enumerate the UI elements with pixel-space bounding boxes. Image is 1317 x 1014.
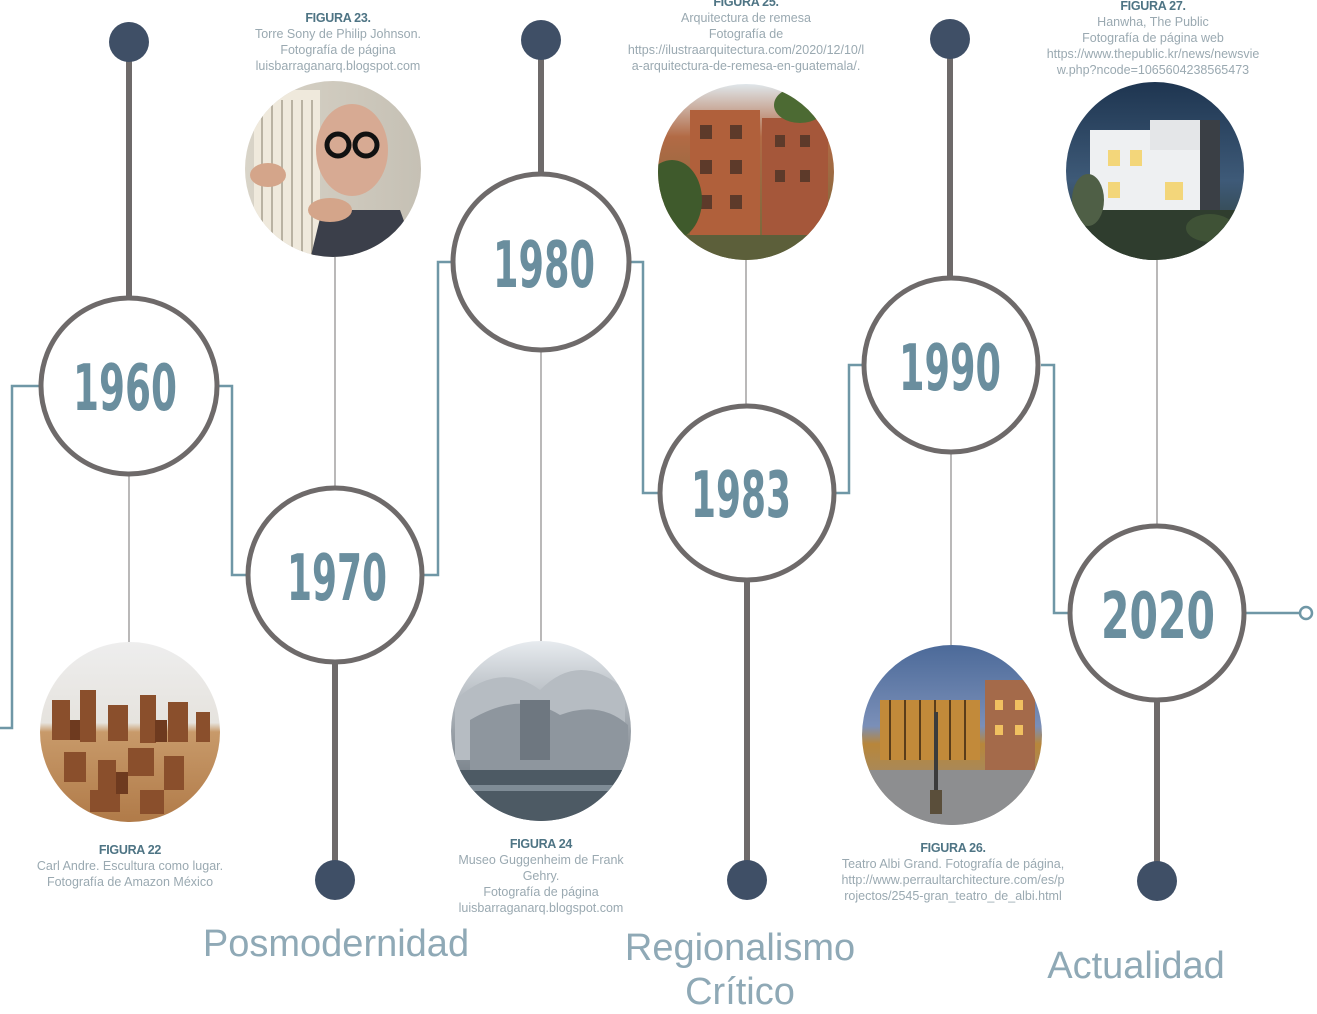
caption-line: Fotografía de página web	[1082, 31, 1224, 45]
caption-line: Torre Sony de Philip Johnson.	[254, 27, 422, 41]
photo-hanwha-the-public	[1066, 82, 1244, 260]
caption-title: FIGURA 27.	[1120, 0, 1186, 13]
caption-title: FIGURA 22	[98, 843, 162, 857]
dot-bottom-2020	[1137, 861, 1177, 901]
caption-line: Carl Andre. Escultura como lugar.	[36, 859, 224, 873]
connector-1960-1970	[217, 384, 248, 577]
connector-lines	[0, 260, 1314, 730]
year-node-1960: 1960	[38, 295, 220, 477]
year-nodes: 1960 1970 1980 1983 1990 2020	[38, 171, 1247, 703]
caption-title: FIGURA 25.	[713, 0, 779, 9]
dot-bottom-1983	[727, 860, 767, 900]
caption-figura-23: FIGURA 23. Torre Sony de Philip Johnson.…	[228, 10, 448, 74]
year-label-1980: 1980	[493, 229, 595, 303]
year-label-1983: 1983	[691, 459, 791, 533]
caption-line: Fotografía de	[708, 27, 784, 41]
dot-top-1960	[109, 22, 149, 62]
caption-line: Gehry.	[522, 869, 560, 883]
caption-line: https://www.thepublic.kr/news/newsvie	[1046, 47, 1260, 61]
connector-left-edge	[0, 384, 42, 730]
caption-figura-24: FIGURA 24 Museo Guggenheim de Frank Gehr…	[436, 836, 646, 916]
caption-line: luisbarraganarq.blogspot.com	[255, 59, 421, 73]
timeline-dots	[109, 19, 1177, 901]
year-node-1980: 1980	[450, 171, 632, 353]
caption-line: rojectos/2545-gran_teatro_de_albi.html	[844, 889, 1062, 903]
year-label-1990: 1990	[899, 332, 1001, 406]
photo-lines	[128, 257, 1158, 645]
era-text: Posmodernidad	[202, 923, 470, 965]
connector-1970-1980	[423, 260, 452, 577]
era-label-posmodernidad: Posmodernidad	[186, 922, 486, 966]
stem-lines	[126, 39, 1160, 881]
caption-line: Fotografía de página	[483, 885, 599, 899]
connector-end-dot	[1298, 605, 1314, 621]
caption-title: FIGURA 23.	[305, 11, 371, 25]
era-label-regionalismo-critico: Regionalismo Crítico	[590, 926, 890, 1014]
caption-line: luisbarraganarq.blogspot.com	[458, 901, 624, 915]
photo-guggenheim	[451, 641, 631, 821]
caption-line: Museo Guggenheim de Frank	[458, 853, 624, 867]
year-label-1960: 1960	[73, 352, 177, 426]
era-label-actualidad: Actualidad	[1000, 944, 1272, 988]
year-node-1990: 1990	[861, 275, 1041, 455]
caption-line: https://ilustraarquitectura.com/2020/12/…	[627, 43, 865, 57]
dot-top-1980	[521, 20, 561, 60]
year-label-1970: 1970	[287, 542, 387, 616]
caption-line: w.php?ncode=1065604238565473	[1056, 63, 1250, 77]
year-label-2020: 2020	[1101, 580, 1215, 654]
year-node-1983: 1983	[657, 403, 837, 583]
dot-bottom-1970	[315, 860, 355, 900]
caption-figura-25: FIGURA 25. Arquitectura de remesa Fotogr…	[600, 0, 892, 74]
caption-title: FIGURA 24	[509, 837, 573, 851]
era-text: Actualidad	[1047, 945, 1225, 987]
era-text-line-2: Crítico	[685, 971, 795, 1013]
caption-title: FIGURA 26.	[920, 841, 986, 855]
caption-line: a-arquitectura-de-remesa-en-guatemala/.	[631, 59, 861, 73]
photo-philip-johnson	[245, 81, 421, 257]
caption-figura-26: FIGURA 26. Teatro Albi Grand. Fotografía…	[812, 840, 1094, 904]
photo-carl-andre-sculpture	[40, 642, 220, 822]
caption-line: Fotografía de Amazon México	[46, 875, 214, 889]
caption-line: Teatro Albi Grand. Fotografía de página,	[841, 857, 1065, 871]
connector-1983-1990	[835, 363, 864, 495]
year-node-1970: 1970	[245, 485, 425, 665]
caption-line: Fotografía de página	[280, 43, 396, 57]
caption-line: Hanwha, The Public	[1097, 15, 1209, 29]
photo-teatro-albi	[862, 645, 1042, 825]
photo-arquitectura-remesa	[658, 84, 834, 260]
connector-1990-2020	[1041, 363, 1069, 615]
caption-figura-22: FIGURA 22 Carl Andre. Escultura como lug…	[20, 842, 240, 890]
year-node-2020: 2020	[1067, 523, 1247, 703]
era-text-line-1: Regionalismo	[624, 927, 856, 969]
caption-figura-27: FIGURA 27. Hanwha, The Public Fotografía…	[1020, 0, 1286, 78]
connector-1980-1983	[630, 260, 658, 495]
dot-top-1990	[930, 19, 970, 59]
caption-line: Arquitectura de remesa	[681, 11, 811, 25]
caption-line: http://www.perraultarchitecture.com/es/p	[841, 873, 1065, 887]
